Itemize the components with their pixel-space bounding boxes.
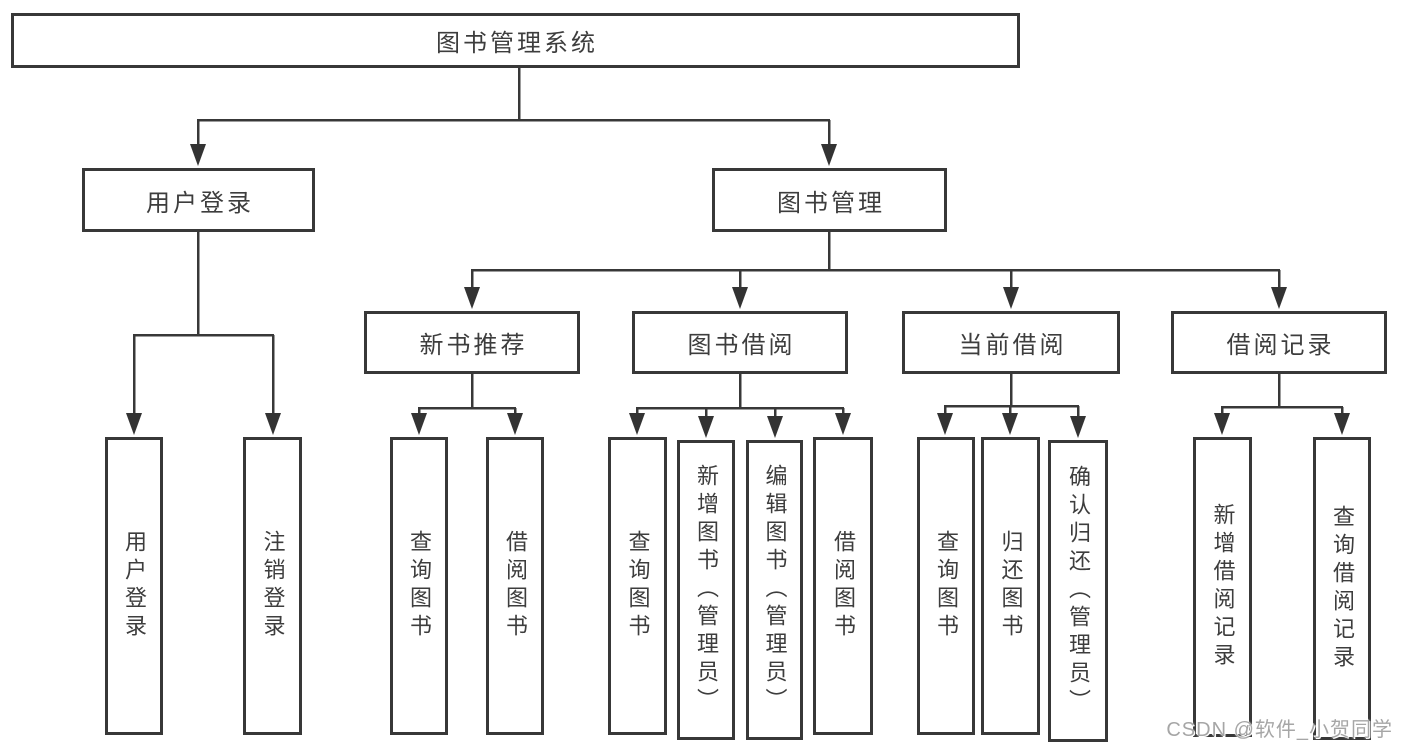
arrowhead (265, 413, 281, 435)
node-leaf-borrow-books-borrowing: 借阅图书 (813, 437, 873, 735)
node-leaf-logout: 注销登录 (243, 437, 302, 735)
arrowhead (464, 287, 480, 309)
arrowhead (1003, 287, 1019, 309)
arrowhead (767, 416, 783, 438)
connector-line-path (132, 66, 1344, 418)
node-current-borrowing: 当前借阅 (902, 311, 1120, 374)
node-book-borrowing: 图书借阅 (632, 311, 848, 374)
node-leaf-return-books: 归还图书 (981, 437, 1040, 735)
arrowhead (1334, 413, 1350, 435)
arrowhead (190, 144, 206, 166)
node-leaf-search-borrow-record: 查询借阅记录 (1313, 437, 1371, 740)
arrowhead (1271, 287, 1287, 309)
node-leaf-search-books-borrowing: 查询图书 (608, 437, 667, 735)
arrowhead (732, 287, 748, 309)
arrowhead (1002, 413, 1018, 435)
node-leaf-search-books-recommend: 查询图书 (390, 437, 448, 735)
node-leaf-add-borrow-record: 新增借阅记录 (1193, 437, 1252, 737)
arrowhead (835, 413, 851, 435)
node-book-management: 图书管理 (712, 168, 947, 232)
node-leaf-user-login: 用户登录 (105, 437, 163, 735)
node-leaf-add-books-admin: 新增图书（管理员） (677, 440, 735, 740)
arrowhead (1070, 416, 1086, 438)
arrowhead (507, 413, 523, 435)
arrowhead (821, 144, 837, 166)
arrowhead (126, 413, 142, 435)
node-library-management-system: 图书管理系统 (11, 13, 1020, 68)
csdn-watermark: CSDN @软件_小贺同学 (1166, 719, 1393, 741)
arrowhead (629, 413, 645, 435)
node-leaf-confirm-return-admin: 确认归还（管理员） (1048, 440, 1108, 742)
node-user-login: 用户登录 (82, 168, 315, 232)
node-new-book-recommendation: 新书推荐 (364, 311, 580, 374)
arrowhead (1214, 413, 1230, 435)
arrowhead (698, 416, 714, 438)
node-leaf-edit-books-admin: 编辑图书（管理员） (746, 440, 803, 740)
node-leaf-borrow-books-recommend: 借阅图书 (486, 437, 544, 735)
arrowhead (937, 413, 953, 435)
node-borrowing-records: 借阅记录 (1171, 311, 1387, 374)
arrowhead (411, 413, 427, 435)
arrowheads (126, 144, 1350, 438)
node-leaf-search-books-current: 查询图书 (917, 437, 975, 735)
